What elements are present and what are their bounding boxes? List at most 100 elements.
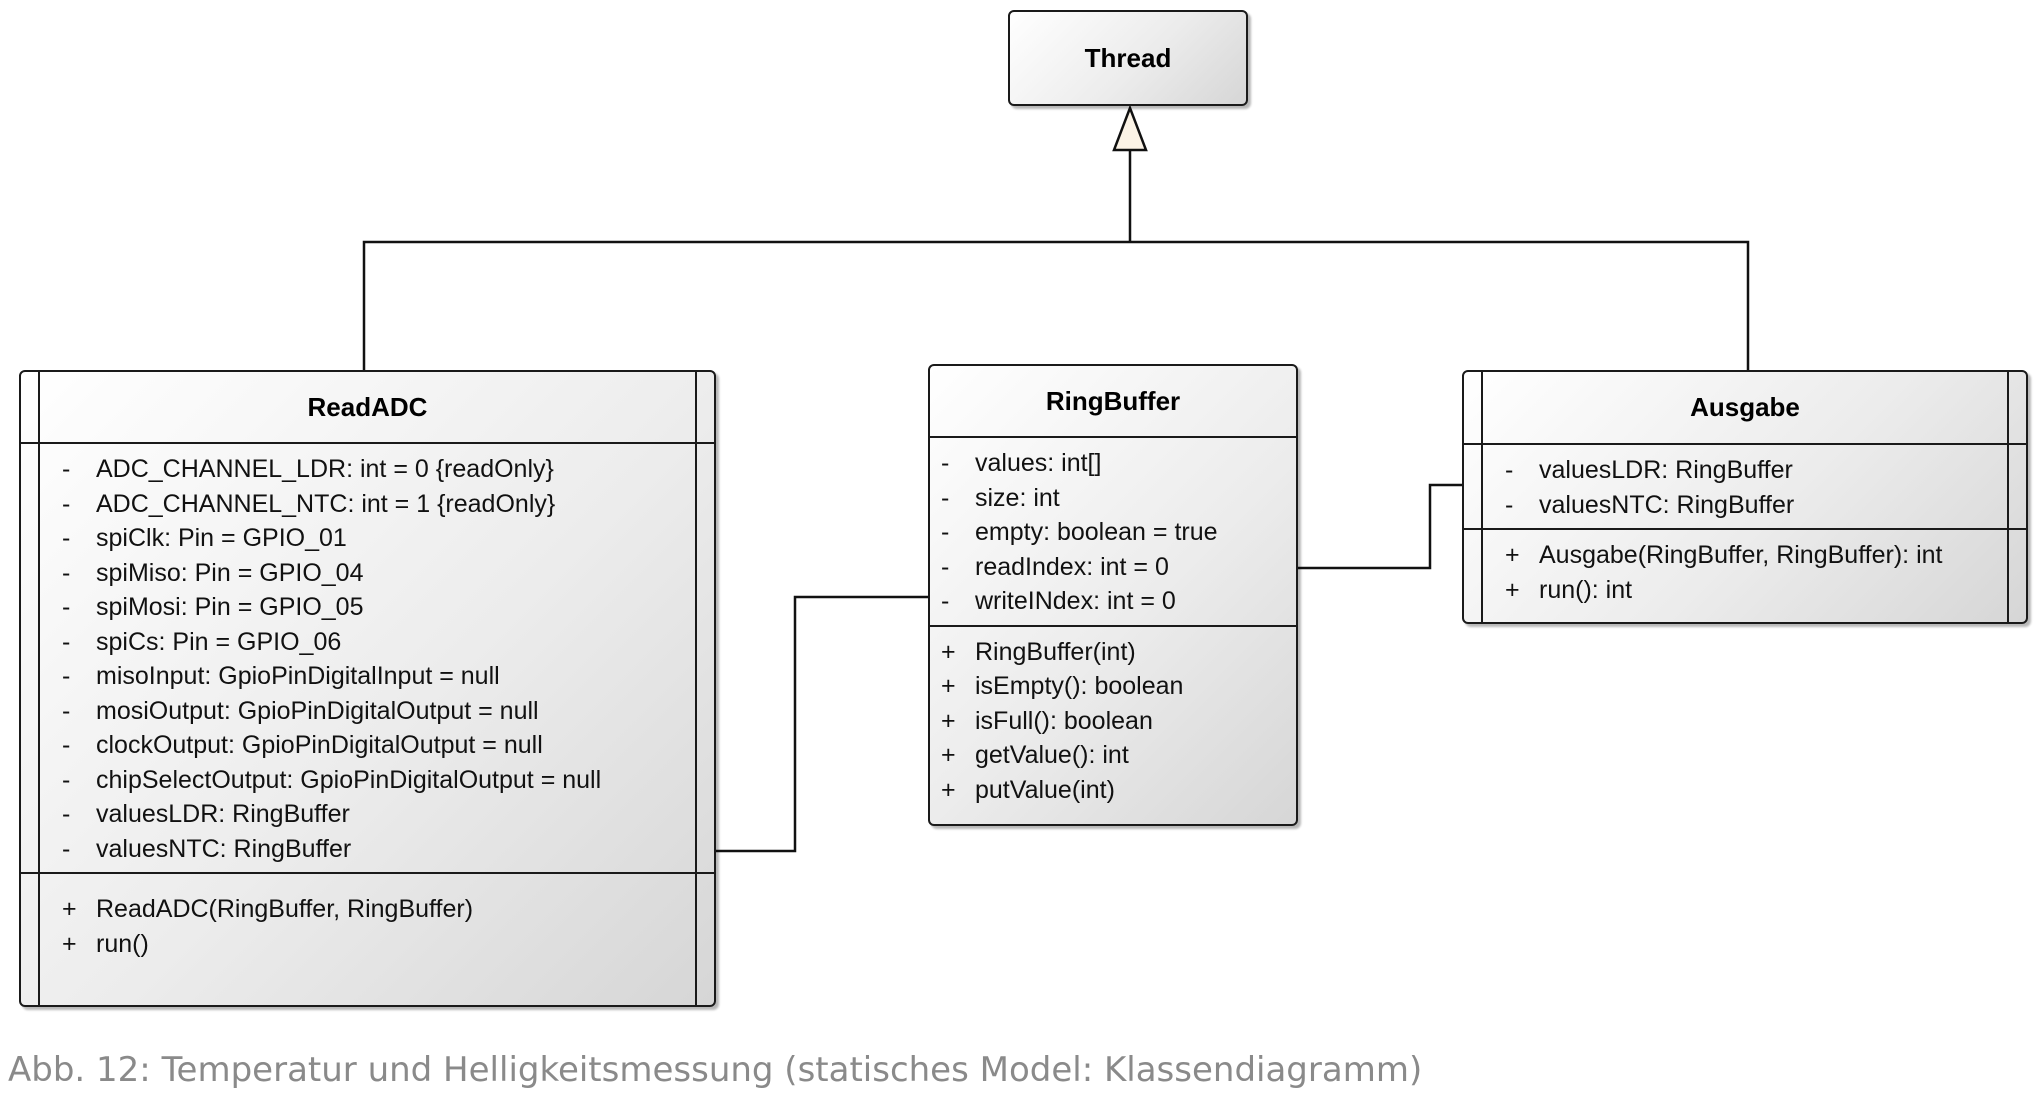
visibility-marker: - xyxy=(941,587,950,615)
member-text: mosiOutput: GpioPinDigitalOutput = null xyxy=(96,696,539,725)
member-text: getValue(): int xyxy=(975,741,1129,769)
visibility-marker: - xyxy=(62,593,71,621)
visibility-marker: + xyxy=(941,637,956,666)
ausgabe-attribute: -valuesLDR: RingBuffer xyxy=(1494,453,1996,488)
visibility-marker: - xyxy=(62,524,71,552)
ringbuffer-operation: +isFull(): boolean xyxy=(930,704,1296,739)
member-text: spiClk: Pin = GPIO_01 xyxy=(96,524,347,552)
member-text: run() xyxy=(96,929,149,958)
ringbuffer-operation: + getValue(): int xyxy=(930,738,1296,773)
ausgabe-operation: + Ausgabe(RingBuffer, RingBuffer): int xyxy=(1494,538,1996,573)
ausgabe-operation: + run(): int xyxy=(1494,573,1996,608)
member-text: valuesNTC: RingBuffer xyxy=(1539,490,1795,519)
member-text: run(): int xyxy=(1539,575,1633,604)
ringbuffer-attribute: -size: int xyxy=(930,481,1296,516)
member-text: valuesNTC: RingBuffer xyxy=(96,834,352,863)
visibility-marker: - xyxy=(62,800,71,828)
member-text: ReadADC(RingBuffer, RingBuffer) xyxy=(96,895,474,923)
inheritance-arrow-icon xyxy=(1112,104,1148,152)
member-text: empty: boolean = true xyxy=(975,518,1218,546)
visibility-marker: + xyxy=(1505,575,1520,604)
visibility-marker: + xyxy=(1505,541,1520,569)
member-text: clockOutput: GpioPinDigitalOutput = null xyxy=(96,731,543,759)
ringbuffer-attribute: -readIndex: int = 0 xyxy=(930,550,1296,585)
member-text: spiCs: Pin = GPIO_06 xyxy=(96,627,342,656)
readadc-operation: + ReadADC(RingBuffer, RingBuffer) xyxy=(51,892,684,927)
association-readadc-ringbuffer xyxy=(715,595,930,853)
ringbuffer-operation: + isEmpty(): boolean xyxy=(930,669,1296,704)
visibility-marker: + xyxy=(62,895,77,923)
readadc-attribute: -ADC_CHANNEL_NTC: int = 1 {readOnly} xyxy=(51,487,684,522)
member-text: size: int xyxy=(975,483,1060,512)
class-ringbuffer-operations: + RingBuffer(int) + isEmpty(): boolean +isFu… xyxy=(930,624,1296,814)
readadc-attribute: -spiMosi: Pin = GPIO_05 xyxy=(51,590,684,625)
class-thread[interactable]: Thread xyxy=(1008,10,1248,106)
member-text: ADC_CHANNEL_LDR: int = 0 {readOnly} xyxy=(96,455,554,483)
class-ausgabe-operations: + Ausgabe(RingBuffer, RingBuffer): int + ru… xyxy=(1464,528,2026,613)
readadc-attribute: -mosiOutput: GpioPinDigitalOutput = null xyxy=(51,694,684,729)
readadc-attribute: -misoInput: GpioPinDigitalInput = null xyxy=(51,659,684,694)
class-ausgabe[interactable]: Ausgabe -valuesLDR: RingBuffer-valuesNTC… xyxy=(1462,370,2028,624)
ringbuffer-attribute: -writeINdex: int = 0 xyxy=(930,584,1296,619)
readadc-attribute: -valuesLDR: RingBuffer xyxy=(51,797,684,832)
readadc-attribute: -valuesNTC: RingBuffer xyxy=(51,832,684,867)
visibility-marker: - xyxy=(941,483,950,512)
member-text: RingBuffer(int) xyxy=(975,637,1136,666)
generalization-ausgabe-line xyxy=(1130,240,1750,370)
class-thread-name: Thread xyxy=(1084,42,1172,73)
member-text: spiMosi: Pin = GPIO_05 xyxy=(96,593,364,621)
figure-caption: Abb. 12: Temperatur und Helligkeitsmessu… xyxy=(8,1050,1423,1090)
visibility-marker: - xyxy=(62,627,71,656)
ringbuffer-attribute: -empty: boolean = true xyxy=(930,515,1296,550)
member-text: misoInput: GpioPinDigitalInput = null xyxy=(96,662,500,690)
readadc-attribute: -chipSelectOutput: GpioPinDigitalOutput … xyxy=(51,763,684,798)
class-ringbuffer-name: RingBuffer xyxy=(930,366,1296,438)
class-readadc[interactable]: ReadADC -ADC_CHANNEL_LDR: int = 0 {readO… xyxy=(19,370,716,1007)
visibility-marker: - xyxy=(941,552,950,581)
visibility-marker: + xyxy=(62,929,77,958)
member-text: chipSelectOutput: GpioPinDigitalOutput =… xyxy=(96,765,602,794)
ringbuffer-operation: + RingBuffer(int) xyxy=(930,635,1296,670)
class-readadc-operations: + ReadADC(RingBuffer, RingBuffer) + run() xyxy=(21,872,714,967)
member-text: valuesLDR: RingBuffer xyxy=(1539,456,1793,484)
member-text: putValue(int) xyxy=(975,775,1115,804)
readadc-attribute: -spiMiso: Pin = GPIO_04 xyxy=(51,556,684,591)
readadc-attribute: -clockOutput: GpioPinDigitalOutput = nul… xyxy=(51,728,684,763)
member-text: valuesLDR: RingBuffer xyxy=(96,800,350,828)
generalization-readadc-line xyxy=(362,240,1130,370)
visibility-marker: - xyxy=(62,489,71,518)
visibility-marker: + xyxy=(941,672,956,700)
visibility-marker: - xyxy=(62,765,71,794)
member-text: Ausgabe(RingBuffer, RingBuffer): int xyxy=(1539,541,1943,569)
class-readadc-attributes: -ADC_CHANNEL_LDR: int = 0 {readOnly}-ADC… xyxy=(21,444,714,872)
readadc-operation: + run() xyxy=(51,927,684,962)
visibility-marker: - xyxy=(62,834,71,863)
association-ringbuffer-ausgabe xyxy=(1298,483,1464,570)
visibility-marker: - xyxy=(941,518,950,546)
readadc-attribute: -ADC_CHANNEL_LDR: int = 0 {readOnly} xyxy=(51,452,684,487)
member-text: values: int[] xyxy=(975,449,1102,477)
member-text: readIndex: int = 0 xyxy=(975,552,1169,581)
ringbuffer-operation: +putValue(int) xyxy=(930,773,1296,808)
ringbuffer-attribute: -values: int[] xyxy=(930,446,1296,481)
visibility-marker: - xyxy=(1505,490,1514,519)
member-text: spiMiso: Pin = GPIO_04 xyxy=(96,558,364,587)
member-text: isEmpty(): boolean xyxy=(975,672,1184,700)
visibility-marker: - xyxy=(62,455,71,483)
member-text: writeINdex: int = 0 xyxy=(975,587,1176,615)
class-ringbuffer[interactable]: RingBuffer -values: int[]-size: int-empt… xyxy=(928,364,1298,826)
visibility-marker: - xyxy=(62,662,71,690)
visibility-marker: - xyxy=(1505,456,1514,484)
member-text: ADC_CHANNEL_NTC: int = 1 {readOnly} xyxy=(96,489,556,518)
class-ausgabe-attributes: -valuesLDR: RingBuffer-valuesNTC: RingBu… xyxy=(1464,445,2026,528)
visibility-marker: - xyxy=(62,696,71,725)
visibility-marker: + xyxy=(941,706,956,735)
ausgabe-attribute: -valuesNTC: RingBuffer xyxy=(1494,488,1996,523)
visibility-marker: - xyxy=(941,449,950,477)
class-readadc-name: ReadADC xyxy=(21,372,714,444)
class-ausgabe-name: Ausgabe xyxy=(1464,372,2026,445)
visibility-marker: + xyxy=(941,741,956,769)
readadc-attribute: -spiCs: Pin = GPIO_06 xyxy=(51,625,684,660)
readadc-attribute: -spiClk: Pin = GPIO_01 xyxy=(51,521,684,556)
